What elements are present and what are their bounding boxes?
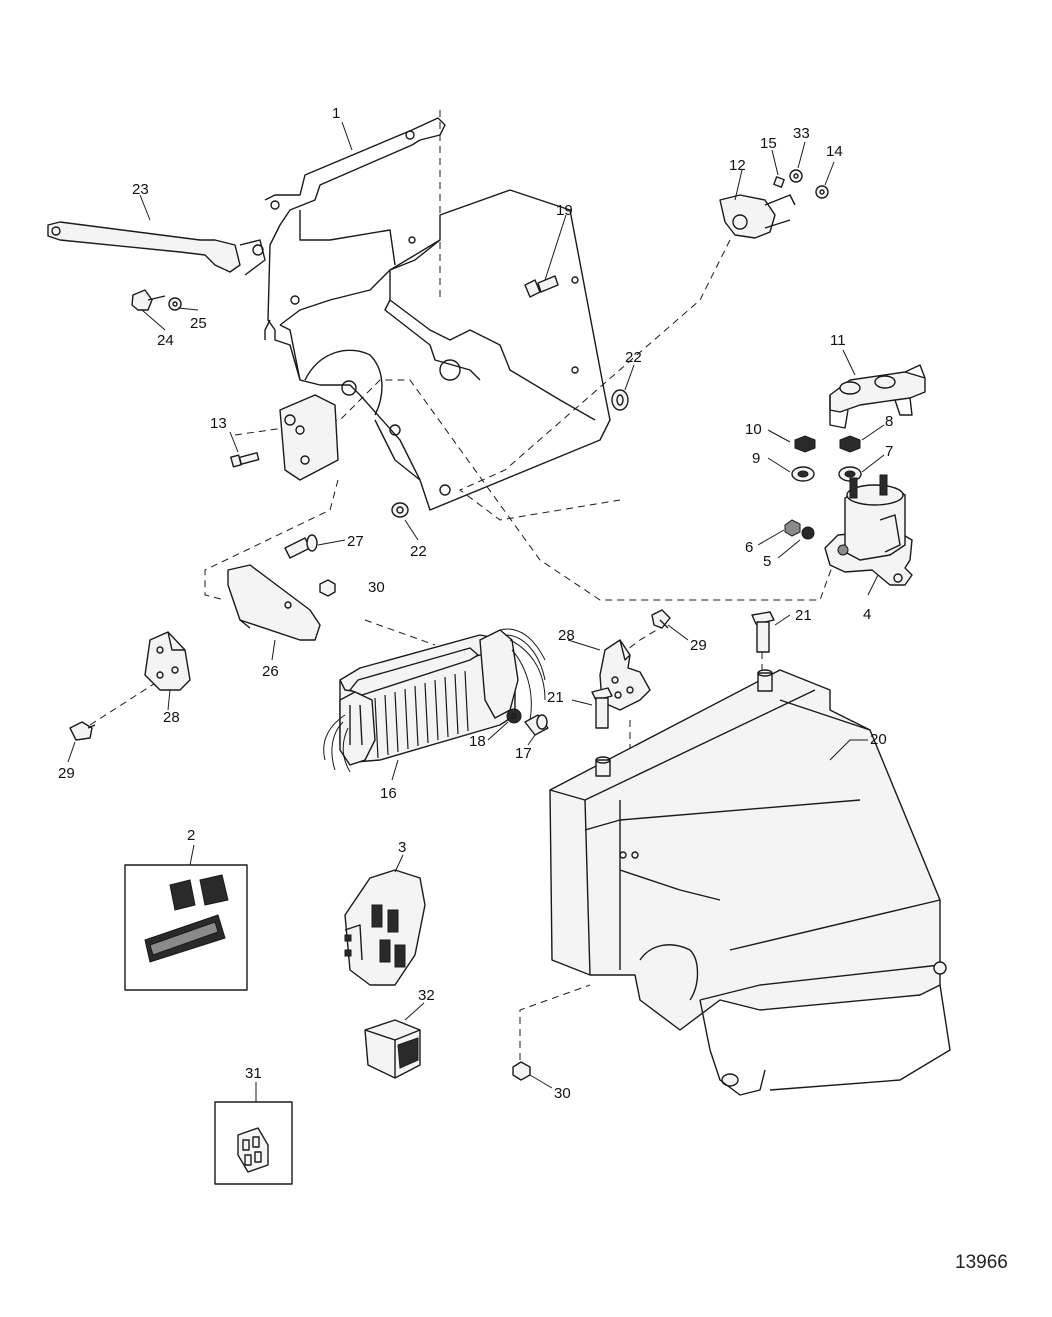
callout-19: 19 [556,202,573,219]
callout-21-upper: 21 [795,607,812,624]
washer-18-icon [506,708,522,724]
callout-1: 1 [332,105,340,122]
callout-13: 13 [210,415,227,432]
relay-32 [364,1019,421,1079]
washer-25-icon [168,297,182,311]
callout-30-lower: 30 [554,1085,571,1102]
callout-11: 11 [830,332,846,349]
nut-6-icon [784,519,801,537]
nut-10-icon [794,435,816,453]
standoff-21-upper-icon [751,611,775,653]
nut-8-icon [839,435,861,453]
fuse-block-3 [344,869,426,986]
callout-14: 14 [826,143,843,160]
callout-20: 20 [870,731,887,748]
screw-27-icon [284,534,318,559]
callout-26: 26 [262,663,279,680]
callout-10: 10 [745,421,762,438]
callout-8: 8 [885,413,893,430]
callout-27: 27 [347,533,364,550]
screw-17-icon [524,714,549,736]
washer-9-icon [791,466,815,482]
nut-15-icon [773,176,785,188]
nut-33-icon [789,169,803,183]
nut-30-lower-icon [512,1061,531,1081]
callout-4: 4 [863,606,871,623]
figure-number: 13966 [955,1252,1008,1273]
callout-2: 2 [187,827,195,844]
switch-12 [719,194,796,239]
callout-24: 24 [157,332,174,349]
callout-25: 25 [190,315,207,332]
callout-28-left: 28 [163,709,180,726]
fuse-kit-31 [214,1101,293,1185]
callout-28-right: 28 [558,627,575,644]
callout-29-right: 29 [690,637,707,654]
callout-21-lower: 21 [547,689,564,706]
nut-14-icon [815,185,829,199]
mounting-plate [279,394,339,481]
callout-12: 12 [729,157,746,174]
callout-22-lower: 22 [410,543,427,560]
callout-23: 23 [132,181,149,198]
bracket-28-left [144,631,191,691]
housing-20 [549,669,951,1096]
bolt-24-icon [131,289,166,311]
callout-9: 9 [752,450,760,467]
grommet-22-lower-icon [391,502,409,518]
callout-16: 16 [380,785,397,802]
terminal-cover-11 [829,364,926,429]
screw-13-icon [230,452,260,468]
callout-30-upper: 30 [368,579,385,596]
grommet-22-upper-icon [611,389,629,411]
callout-leaders [67,121,885,1102]
screw-19-icon [524,275,559,298]
callout-5: 5 [763,553,771,570]
nut-30-upper-icon [319,579,336,597]
screw-29-left-icon [69,721,96,741]
solenoid-4 [824,474,913,586]
callout-29-left: 29 [58,765,75,782]
callout-33: 33 [793,125,810,142]
cover-26 [227,564,321,641]
control-module-16 [323,628,546,773]
callout-17: 17 [515,745,532,762]
washer-5-icon [801,526,815,540]
callout-3: 3 [398,839,406,856]
callout-6: 6 [745,539,753,556]
callout-labels: 1 2 3 4 5 6 7 8 9 10 11 12 13 14 15 16 1… [58,105,893,1102]
decal-kit-2 [124,864,248,991]
callout-32: 32 [418,987,435,1004]
callout-15: 15 [760,135,777,152]
callout-18: 18 [469,733,486,750]
standoff-21-lower-icon [591,687,613,729]
screw-29-right-icon [651,609,671,629]
mounting-bracket [264,117,611,511]
lever-arm [47,221,266,276]
callout-7: 7 [885,443,893,460]
callout-31: 31 [245,1065,262,1082]
callout-22-upper: 22 [625,349,642,366]
